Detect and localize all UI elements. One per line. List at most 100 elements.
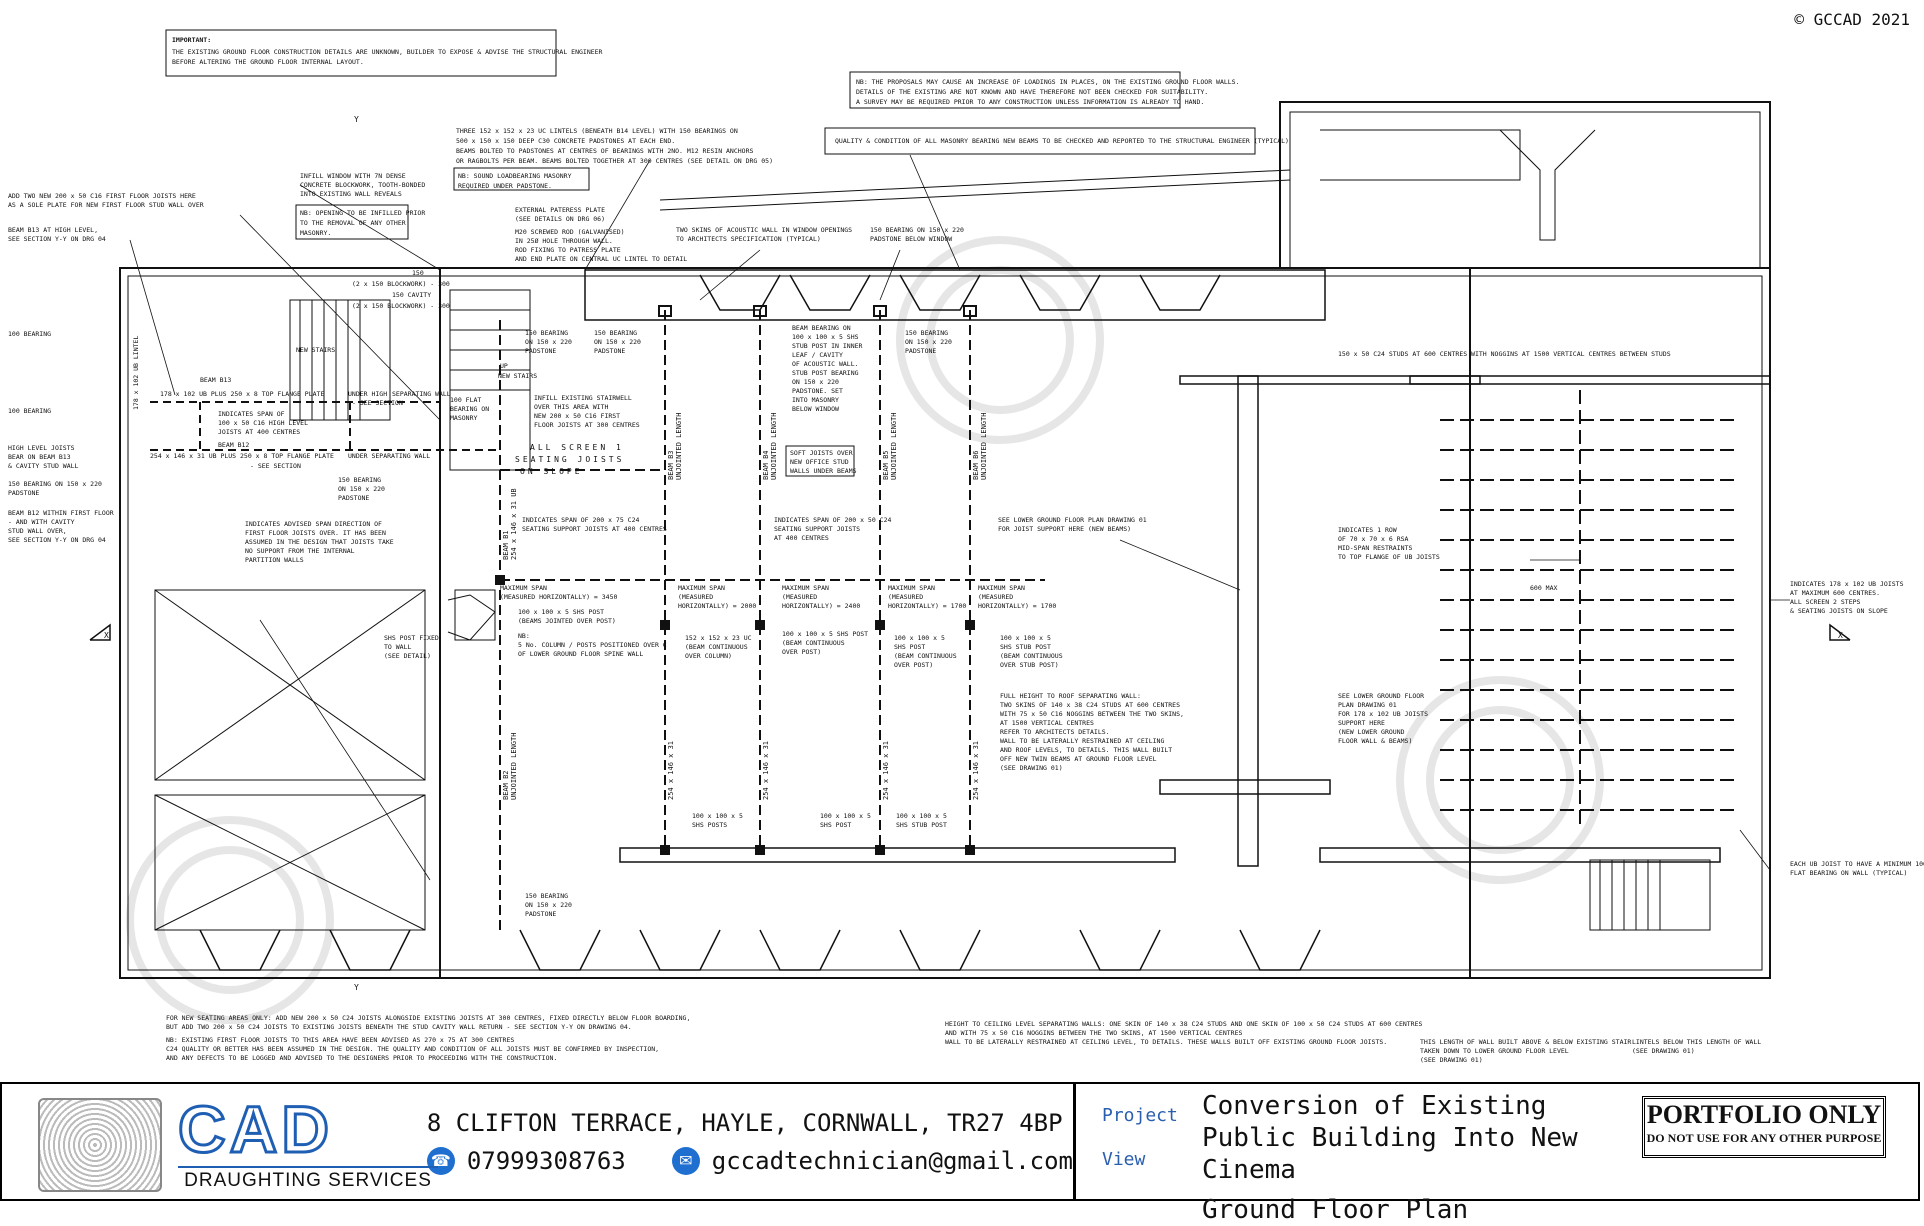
note-ceiling-wall-1: HEIGHT TO CEILING LEVEL SEPARATING WALLS… bbox=[945, 1020, 1423, 1028]
note-max-span-4: MAXIMUM SPAN bbox=[888, 584, 935, 592]
note-bearing-150-left: 150 BEARING ON 150 x 220 bbox=[8, 480, 102, 488]
note-advised-span-2: FIRST FLOOR JOISTS OVER. IT HAS BEEN bbox=[245, 529, 386, 537]
phone-icon: ☎ bbox=[426, 1146, 455, 1175]
logo-emblem bbox=[38, 1097, 162, 1192]
title-block: CAD DRAUGHTING SERVICES 8 CLIFTON TERRAC… bbox=[0, 1082, 1920, 1225]
label-col-ub2: 254 x 146 x 31 bbox=[762, 741, 770, 800]
note-patress: EXTERNAL PATERESS PLATE bbox=[515, 206, 605, 214]
note-bearing-150-right: 150 BEARING bbox=[905, 329, 948, 337]
note-max-span-4c: HORIZONTALLY) = 1700 bbox=[888, 602, 966, 610]
logo-tagline: DRAUGHTING SERVICES bbox=[178, 1165, 438, 1192]
note-shs-stub-a-3: (BEAM CONTINUOUS bbox=[1000, 652, 1063, 660]
note-uc-column: 152 x 152 x 23 UC bbox=[685, 634, 752, 642]
note-rsa-row: INDICATES 1 ROW bbox=[1338, 526, 1397, 534]
project-panel: Project View Conversion of Existing Publ… bbox=[1076, 1084, 1918, 1225]
portfolio-sub: DO NOT USE FOR ANY OTHER PURPOSE bbox=[1646, 1131, 1882, 1145]
label-on-slope: ON SLOPE bbox=[520, 467, 583, 476]
note-infill-window-2: CONCRETE BLOCKWORK, TOOTH-BONDED bbox=[300, 181, 425, 189]
email-address[interactable]: gccadtechnician@gmail.com bbox=[711, 1146, 1073, 1175]
label-beam-b2: BEAM B2 bbox=[502, 770, 510, 800]
label-beam-b13: BEAM B13 bbox=[200, 376, 231, 384]
note-masonry-quality: QUALITY & CONDITION OF ALL MASONRY BEARI… bbox=[835, 137, 1289, 145]
view-value: Ground Floor Plan bbox=[1202, 1195, 1469, 1225]
note-shs-post-c-2: SHS POST bbox=[894, 643, 925, 651]
note-shs-post-a-2: (BEAMS JOINTED OVER POST) bbox=[518, 617, 616, 625]
note-shs-stub-a-4: OVER STUB POST) bbox=[1000, 661, 1059, 669]
note-rsa-row-2: OF 70 x 70 x 6 RSA bbox=[1338, 535, 1409, 543]
note-existing-3: AND ANY DEFECTS TO BE LOGGED AND ADVISED… bbox=[166, 1054, 557, 1062]
note-bearing-window: 150 BEARING ON 150 x 220 bbox=[870, 226, 964, 234]
note-nb-loading-1: NB: THE PROPOSALS MAY CAUSE AN INCREASE … bbox=[856, 78, 1240, 86]
note-bearing-150-mid-2: ON 150 x 220 bbox=[338, 485, 385, 493]
posts-top bbox=[658, 305, 977, 317]
note-beam-b13-2: SEE SECTION Y-Y ON DRG 04 bbox=[8, 235, 106, 243]
note-bearing-150-a: 150 BEARING bbox=[525, 329, 568, 337]
copyright: © GCCAD 2021 bbox=[1794, 10, 1910, 29]
note-shs-posts-2b: SHS POST bbox=[820, 821, 851, 829]
note-lintels-4: OR RAGBOLTS PER BEAM. BEAMS BOLTED TOGET… bbox=[456, 157, 773, 165]
phone-number[interactable]: 07999308763 bbox=[466, 1146, 626, 1175]
note-soft-joists: SOFT JOISTS OVER bbox=[790, 449, 853, 457]
note-shs-fixed-3: (SEE DETAIL) bbox=[384, 652, 431, 660]
note-bearing-150-a-3: PADSTONE bbox=[525, 347, 556, 355]
note-shs-fixed: SHS POST FIXED bbox=[384, 634, 439, 642]
label-b13-sep: SEPARATING WALL bbox=[392, 390, 451, 398]
contact-row: ☎ 07999308763 ✉ gccadtechnician@gmail.co… bbox=[426, 1142, 1073, 1180]
note-lintels-below-2: (SEE DRAWING 01) bbox=[1632, 1047, 1695, 1055]
note-lintels-2: 500 x 150 x 150 DEEP C30 CONCRETE PADSTO… bbox=[456, 137, 675, 145]
note-beam-on-post-3: STUB POST IN INNER bbox=[792, 342, 863, 350]
note-bearing-100b: 100 BEARING bbox=[8, 407, 51, 415]
note-lintels-below: LINTELS BELOW THIS LENGTH OF WALL bbox=[1632, 1038, 1761, 1046]
note-beam-on-post: BEAM BEARING ON bbox=[792, 324, 851, 332]
watermark bbox=[126, 236, 1604, 1024]
note-opening-infill-2: TO THE REMOVAL OF ANY OTHER bbox=[300, 219, 406, 227]
note-full-height-5: REFER TO ARCHITECTS DETAILS. bbox=[1000, 728, 1110, 736]
note-blockwork-1: (2 x 150 BLOCKWORK) - 300 bbox=[352, 280, 450, 288]
note-beam-b13: BEAM B13 AT HIGH LEVEL, bbox=[8, 226, 98, 234]
note-existing-2: C24 QUALITY OR BETTER HAS BEEN ASSUMED I… bbox=[166, 1045, 659, 1053]
note-beam-on-post-9: INTO MASONRY bbox=[792, 396, 839, 404]
note-shs-post-b-2: (BEAM CONTINUOUS bbox=[782, 639, 845, 647]
beam-posts bbox=[495, 575, 975, 855]
note-add-joists: ADD TWO NEW 200 x 50 C16 FIRST FLOOR JOI… bbox=[8, 192, 196, 200]
seating-joists-right bbox=[1440, 390, 1740, 830]
note-shs-fixed-2: TO WALL bbox=[384, 643, 411, 651]
note-beam-b12-4: SEE SECTION Y-Y ON DRG 04 bbox=[8, 536, 106, 544]
note-max-span-3: MAXIMUM SPAN bbox=[782, 584, 829, 592]
note-beam-b12-3: STUD WALL OVER, bbox=[8, 527, 67, 535]
note-full-height-3: WITH 75 x 50 C16 NOGGINS BETWEEN THE TWO… bbox=[1000, 710, 1184, 718]
note-shs-post-b-3: OVER POST) bbox=[782, 648, 821, 656]
note-rsa-row-3: MID-SPAN RESTRAINTS bbox=[1338, 544, 1412, 552]
project-line-1: Conversion of Existing bbox=[1202, 1091, 1547, 1121]
contact-details: 8 CLIFTON TERRACE, HAYLE, CORNWALL, TR27… bbox=[426, 1104, 1073, 1180]
project-line-2: Public Building Into New Cinema bbox=[1202, 1123, 1578, 1185]
note-nb-short: NB: bbox=[518, 632, 530, 640]
label-beam-b1-spec: 254 x 146 x 31 UB bbox=[510, 488, 518, 560]
note-shs-post-c-3: (BEAM CONTINUOUS bbox=[894, 652, 957, 660]
label-section-x: X bbox=[104, 631, 109, 640]
note-bearing-150-low: 150 BEARING bbox=[525, 892, 568, 900]
note-span-200a: INDICATES SPAN OF 200 x 75 C24 bbox=[522, 516, 639, 524]
note-max-600: 600 MAX bbox=[1530, 584, 1557, 592]
note-patress-2: (SEE DETAILS ON DRG 06) bbox=[515, 215, 605, 223]
note-lintels-1: THREE 152 x 152 x 23 UC LINTELS (BENEATH… bbox=[456, 127, 738, 135]
note-max-span-4b: (MEASURED bbox=[888, 593, 923, 601]
label-b12-under: UNDER SEPARATING WALL bbox=[348, 452, 430, 460]
label-all-screen: ALL SCREEN 1 bbox=[530, 443, 624, 452]
note-existing-1: NB: EXISTING FIRST FLOOR JOISTS TO THIS … bbox=[166, 1036, 514, 1044]
label-col-ub1: 254 x 146 x 31 bbox=[667, 741, 675, 800]
note-acoustic-wall-2: TO ARCHITECTS SPECIFICATION (TYPICAL) bbox=[676, 235, 821, 243]
note-sound-masonry: NB: SOUND LOADBEARING MASONRY bbox=[458, 172, 572, 180]
note-infill-stairwell-4: FLOOR JOISTS AT 300 CENTRES bbox=[534, 421, 640, 429]
label-beam-b6: BEAM B6 bbox=[972, 450, 980, 480]
label-left-lintel: 178 x 102 UB LINTEL bbox=[132, 336, 140, 410]
note-ub-joists-right-4: & SEATING JOISTS ON SLOPE bbox=[1790, 607, 1888, 615]
note-beam-on-post-6: STUB POST BEARING bbox=[792, 369, 859, 377]
note-bearing-150-b-3: PADSTONE bbox=[594, 347, 625, 355]
email-icon: ✉ bbox=[671, 1146, 700, 1175]
left-rooms bbox=[154, 289, 531, 931]
label-beam-b13-spec: 178 x 102 UB PLUS 250 x 8 TOP FLANGE PLA… bbox=[160, 390, 324, 398]
note-bearing-window-2: PADSTONE BELOW WINDOW bbox=[870, 235, 952, 243]
label-beam-b1: BEAM B1 bbox=[502, 530, 510, 560]
note-shs-post-a: 100 x 100 x 5 SHS POST bbox=[518, 608, 604, 616]
